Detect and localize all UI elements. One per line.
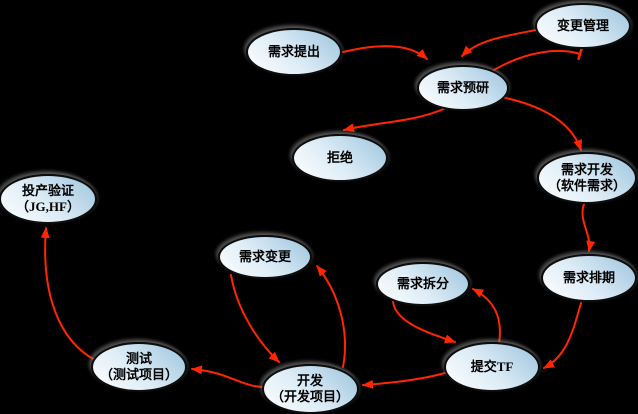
edge-xuqiu-yuyan-to-biangeng-guanli: [493, 47, 584, 71]
node-label: 需求变更: [238, 248, 291, 264]
node-label: 需求拆分: [396, 275, 449, 291]
edge-xuqiu-yuyan-to-xuqiu-kaifa: [491, 94, 582, 151]
edge-xuqiu-yuyan-to-jujue: [343, 107, 447, 133]
node-xuqiu-kaifa: 需求开发（软件需求）: [537, 152, 637, 204]
edge-xuqiu-kaifa-to-xuqiu-paiqi: [581, 203, 596, 252]
node-label: （软件需求）: [547, 178, 626, 193]
node-touchan-yanzheng: 投产验证（JG,HF）: [0, 174, 97, 224]
edge-xuqiu-paiqi-to-tijiao-tf: [543, 302, 582, 369]
node-xuqiu-yuyan: 需求预研: [417, 65, 509, 111]
edge-tijiao-tf-to-kaifa: [362, 372, 446, 389]
node-kaifa: 开发（开发项目）: [261, 364, 359, 414]
node-label: 测试: [125, 350, 152, 366]
node-xuqiu-paiqi: 需求排期: [541, 254, 637, 302]
node-label: 投产验证: [21, 182, 74, 198]
node-label: 开发: [296, 372, 323, 388]
node-label: （测试项目）: [99, 367, 178, 382]
node-label: 变更管理: [556, 17, 609, 33]
node-label: 拒绝: [326, 149, 353, 165]
node-xuqiu-chaifen: 需求拆分: [376, 262, 470, 306]
edge-xuqiu-biangeng-to-kaifa: [230, 274, 280, 363]
node-tijiao-tf: 提交TF: [444, 342, 540, 392]
node-label: 需求提出: [267, 43, 320, 59]
node-label: （开发项目）: [270, 389, 349, 404]
node-label: 需求预研: [436, 79, 489, 95]
edge-xuqiu-chaifen-to-tijiao-tf: [392, 301, 456, 344]
edge-biangeng-guanli-to-xuqiu-yuyan: [461, 29, 537, 57]
node-label: 需求开发: [560, 161, 613, 177]
node-biangeng-guanli: 变更管理: [535, 3, 631, 49]
node-label: 提交TF: [470, 358, 514, 374]
node-xuqiu-biangeng: 需求变更: [218, 235, 312, 279]
node-label: （JG,HF）: [16, 199, 80, 214]
node-label: 需求排期: [562, 269, 615, 285]
edge-xuqiu-tichu-to-xuqiu-yuyan: [342, 45, 428, 60]
node-jujue: 拒绝: [292, 134, 388, 182]
edge-kaifa-to-xuqiu-biangeng: [316, 265, 346, 368]
edge-ceshi-to-touchan-yanzheng: [40, 227, 96, 361]
node-ceshi: 测试（测试项目）: [91, 342, 187, 392]
node-xuqiu-tichu: 需求提出: [246, 28, 342, 76]
edge-tijiao-tf-to-xuqiu-chaifen: [472, 288, 501, 345]
edge-kaifa-to-ceshi: [191, 365, 264, 388]
